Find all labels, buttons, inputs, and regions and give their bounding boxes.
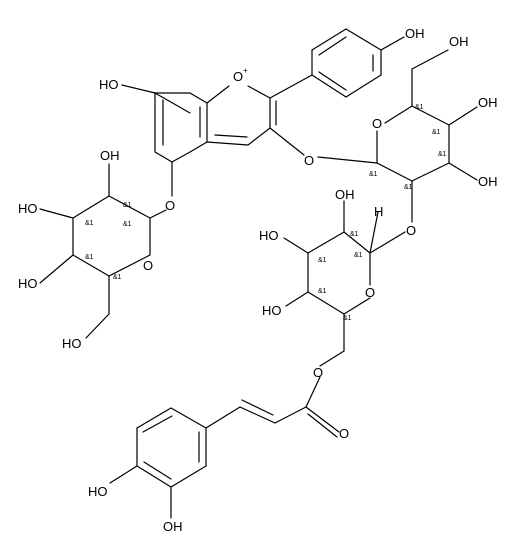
label-oh-glc2-3: OH bbox=[478, 174, 498, 189]
stereo-markers: &1 &1 &1 &1 &1 &1 &1 &1 &1 &1 &1 &1 &1 &… bbox=[85, 104, 447, 322]
label-oh-phenyl: OH bbox=[405, 26, 425, 41]
atom-labels: O + HO OH O O O OH HO HO O HO OH OH O OH… bbox=[18, 26, 498, 534]
label-ho-glc1-6: HO bbox=[62, 336, 82, 351]
label-ho-chromene: HO bbox=[99, 77, 119, 92]
label-oh-caffeoyl-3: OH bbox=[163, 519, 183, 534]
stereo-marker: &1 bbox=[113, 274, 122, 281]
label-ho-glc3-3: HO bbox=[259, 228, 279, 243]
label-oh-glc2-4: OH bbox=[478, 95, 498, 110]
stereo-marker: &1 bbox=[438, 151, 447, 158]
label-o-bridge-c3: O bbox=[304, 153, 314, 168]
stereo-marker: &1 bbox=[318, 257, 327, 264]
stereo-marker: &1 bbox=[415, 104, 424, 111]
stereo-marker: &1 bbox=[85, 220, 94, 227]
stereo-marker: &1 bbox=[85, 254, 94, 261]
stereo-marker: &1 bbox=[354, 252, 363, 259]
label-ho-glc1-3: HO bbox=[18, 201, 38, 216]
label-oh-glc1-2: OH bbox=[100, 148, 120, 163]
label-oh-glc2-6: OH bbox=[449, 34, 469, 49]
bonds bbox=[39, 28, 478, 519]
stereo-marker: &1 bbox=[318, 288, 327, 295]
label-o-bridge-sugar: O bbox=[406, 223, 416, 238]
label-ho-glc1-4: HO bbox=[18, 276, 38, 291]
label-o-plus: O bbox=[233, 69, 243, 84]
label-ho-glc3-4: HO bbox=[262, 303, 282, 318]
stereo-marker: &1 bbox=[343, 315, 352, 322]
label-o-ring-glc3: O bbox=[365, 285, 375, 300]
stereo-marker: &1 bbox=[123, 221, 132, 228]
stereo-marker: &1 bbox=[350, 231, 359, 238]
label-o-carbonyl: O bbox=[339, 426, 349, 441]
label-ho-caffeoyl-4: HO bbox=[88, 484, 108, 499]
stereo-marker: &1 bbox=[123, 202, 132, 209]
label-charge: + bbox=[243, 66, 248, 75]
label-o-ring-glc2: O bbox=[372, 116, 382, 131]
label-o-ring-glc1: O bbox=[143, 258, 153, 273]
label-o-ester: O bbox=[313, 365, 323, 380]
stereo-marker: &1 bbox=[404, 184, 413, 191]
label-oh-glc3-2: OH bbox=[335, 187, 355, 202]
stereo-marker: &1 bbox=[369, 171, 378, 178]
label-o-bridge-c5: O bbox=[165, 198, 175, 213]
label-h-glc3-1: H bbox=[374, 204, 383, 219]
stereo-marker: &1 bbox=[432, 129, 441, 136]
